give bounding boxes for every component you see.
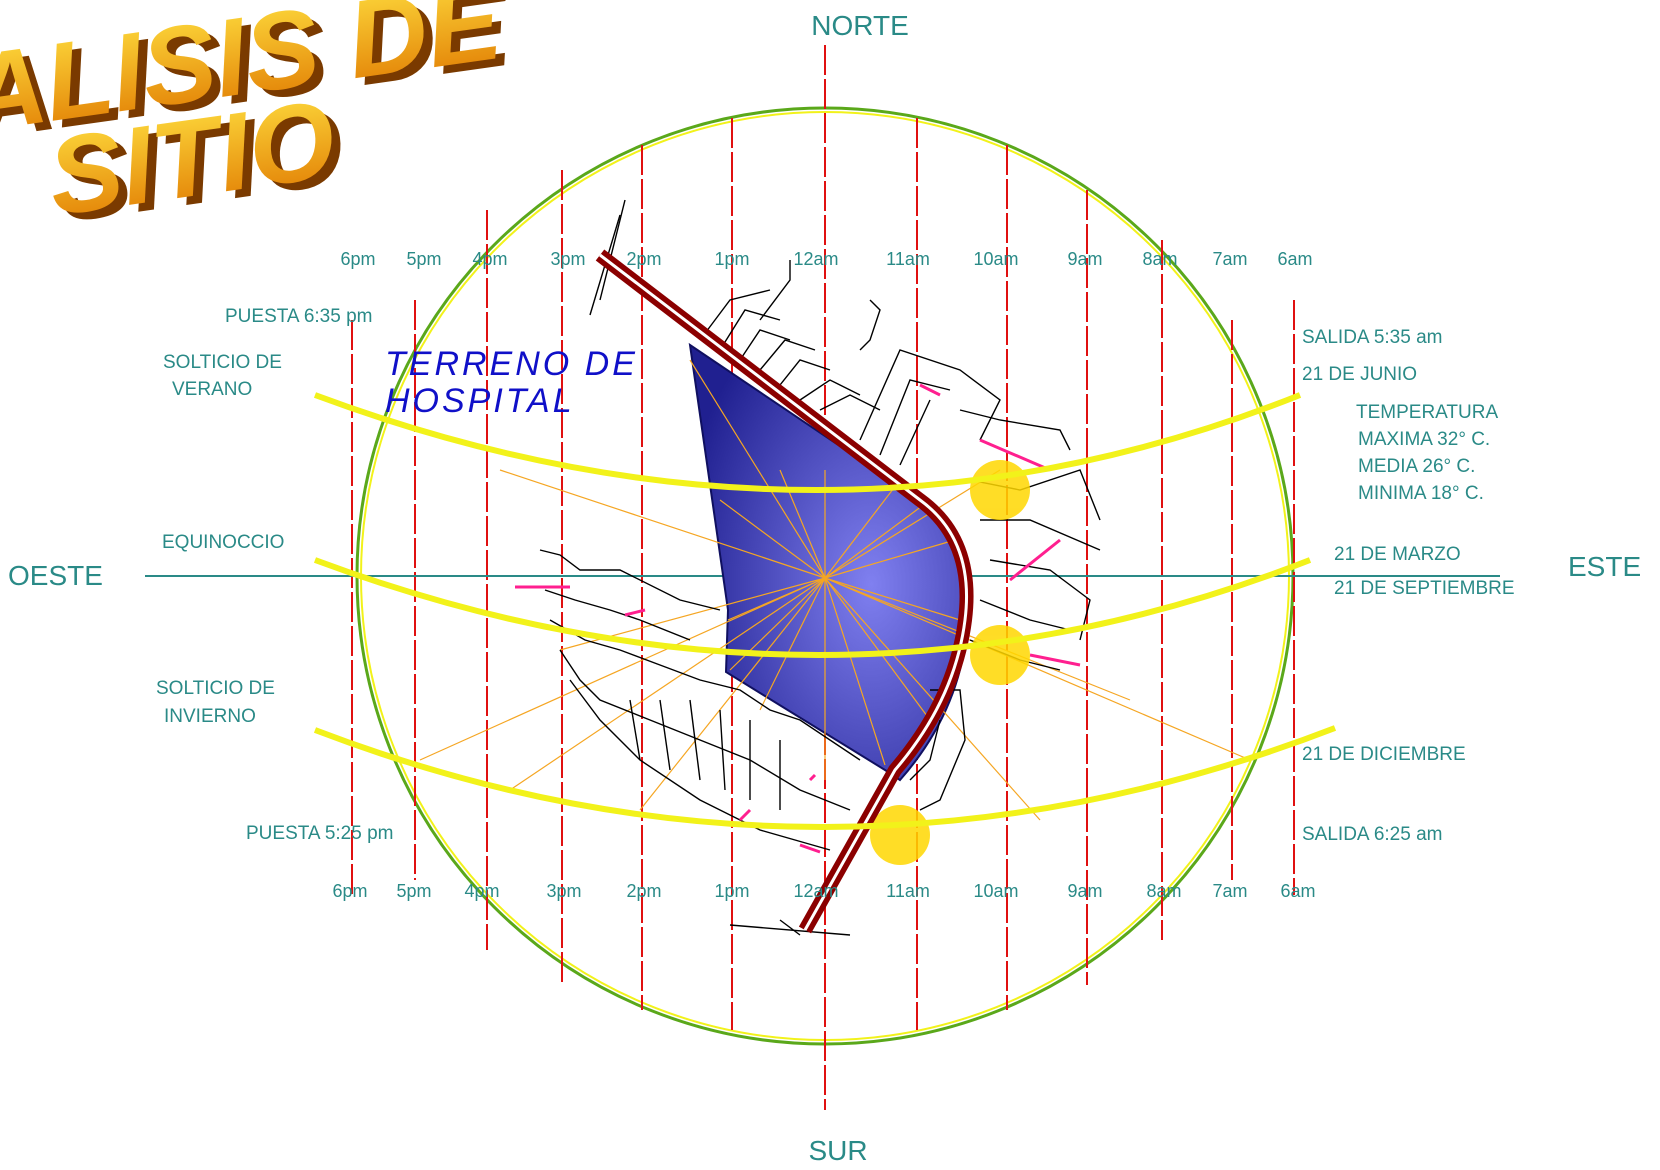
sun-rays	[419, 359, 1251, 821]
hour-label-bottom-11am: 11am	[886, 881, 930, 901]
hour-label-top-11am: 11am	[886, 249, 930, 269]
label-solsticio-verano-1: SOLTICIO DE	[163, 352, 282, 373]
hour-label-top-1pm: 1pm	[714, 249, 749, 269]
hour-label-top-5pm: 5pm	[406, 249, 441, 269]
label-junio: 21 DE JUNIO	[1302, 364, 1417, 385]
hour-label-top-8am: 8am	[1142, 249, 1177, 269]
label-east: ESTE	[1568, 551, 1641, 582]
sun-path-winter	[313, 725, 1337, 830]
hour-label-bottom-1pm: 1pm	[714, 881, 749, 901]
hour-label-top-10am: 10am	[973, 249, 1018, 269]
label-salida-verano: SALIDA 5:35 am	[1302, 327, 1442, 348]
hour-label-bottom-3pm: 3pm	[546, 881, 581, 901]
hour-label-bottom-2pm: 2pm	[626, 881, 661, 901]
hour-label-bottom-4pm: 4pm	[464, 881, 499, 901]
hour-labels-top: 6pm 5pm 4pm 3pm 2pm 1pm 12am 11am 10am 9am 8am 7am 6…	[340, 249, 1312, 269]
hour-label-bottom-7am: 7am	[1212, 881, 1247, 901]
hour-label-top-9am: 9am	[1067, 249, 1102, 269]
hour-label-bottom-6am: 6am	[1280, 881, 1315, 901]
hour-label-bottom-9am: 9am	[1067, 881, 1102, 901]
hour-label-bottom-12am: 12am	[793, 881, 838, 901]
label-solsticio-invierno-2: INVIERNO	[164, 706, 256, 727]
label-equinoccio: EQUINOCCIO	[162, 532, 284, 553]
label-salida-invierno: SALIDA 6:25 am	[1302, 824, 1442, 845]
label-west: OESTE	[8, 560, 103, 591]
title-logo: ALISIS DE ALISIS DE SITIO SITIO	[0, 0, 521, 246]
hour-label-top-7am: 7am	[1212, 249, 1247, 269]
hour-label-top-6am: 6am	[1277, 249, 1312, 269]
label-puesta-invierno: PUESTA 5:25 pm	[246, 823, 394, 844]
sun-glows	[870, 460, 1030, 865]
site-label-line1: TERRENO DE	[385, 345, 638, 383]
label-north: NORTE	[811, 10, 909, 41]
label-temp-media: MEDIA 26° C.	[1358, 456, 1475, 477]
hour-label-bottom-5pm: 5pm	[396, 881, 431, 901]
label-diciembre: 21 DE DICIEMBRE	[1302, 744, 1466, 765]
label-puesta-verano: PUESTA 6:35 pm	[225, 306, 373, 327]
hour-label-bottom-6pm: 6pm	[332, 881, 367, 901]
label-marzo: 21 DE MARZO	[1334, 544, 1461, 565]
sun-path-equinox	[313, 557, 1312, 658]
hour-label-top-6pm: 6pm	[340, 249, 375, 269]
sun-path-summer	[313, 392, 1302, 493]
label-temp-min: MINIMA 18° C.	[1358, 483, 1484, 504]
hour-label-top-2pm: 2pm	[626, 249, 661, 269]
site-label-line2: HOSPITAL	[385, 382, 575, 420]
hour-labels-bottom: 6pm 5pm 4pm 3pm 2pm 1pm 12am 11am 10am 9am 8am 7am 6…	[332, 881, 1315, 901]
label-temperatura: TEMPERATURA	[1356, 402, 1498, 423]
hour-label-top-12am: 12am	[793, 249, 838, 269]
hour-label-bottom-10am: 10am	[973, 881, 1018, 901]
road-centerline	[599, 253, 969, 931]
pink-markers	[515, 383, 1081, 854]
hour-label-top-4pm: 4pm	[472, 249, 507, 269]
label-south: SUR	[808, 1135, 867, 1166]
hour-label-bottom-8am: 8am	[1146, 881, 1181, 901]
sun-paths	[313, 392, 1337, 830]
label-septiembre: 21 DE SEPTIEMBRE	[1334, 578, 1515, 599]
label-solsticio-invierno-1: SOLTICIO DE	[156, 678, 275, 699]
label-temp-max: MAXIMA 32° C.	[1358, 429, 1490, 450]
label-solsticio-verano-2: VERANO	[172, 379, 252, 400]
hour-label-top-3pm: 3pm	[550, 249, 585, 269]
